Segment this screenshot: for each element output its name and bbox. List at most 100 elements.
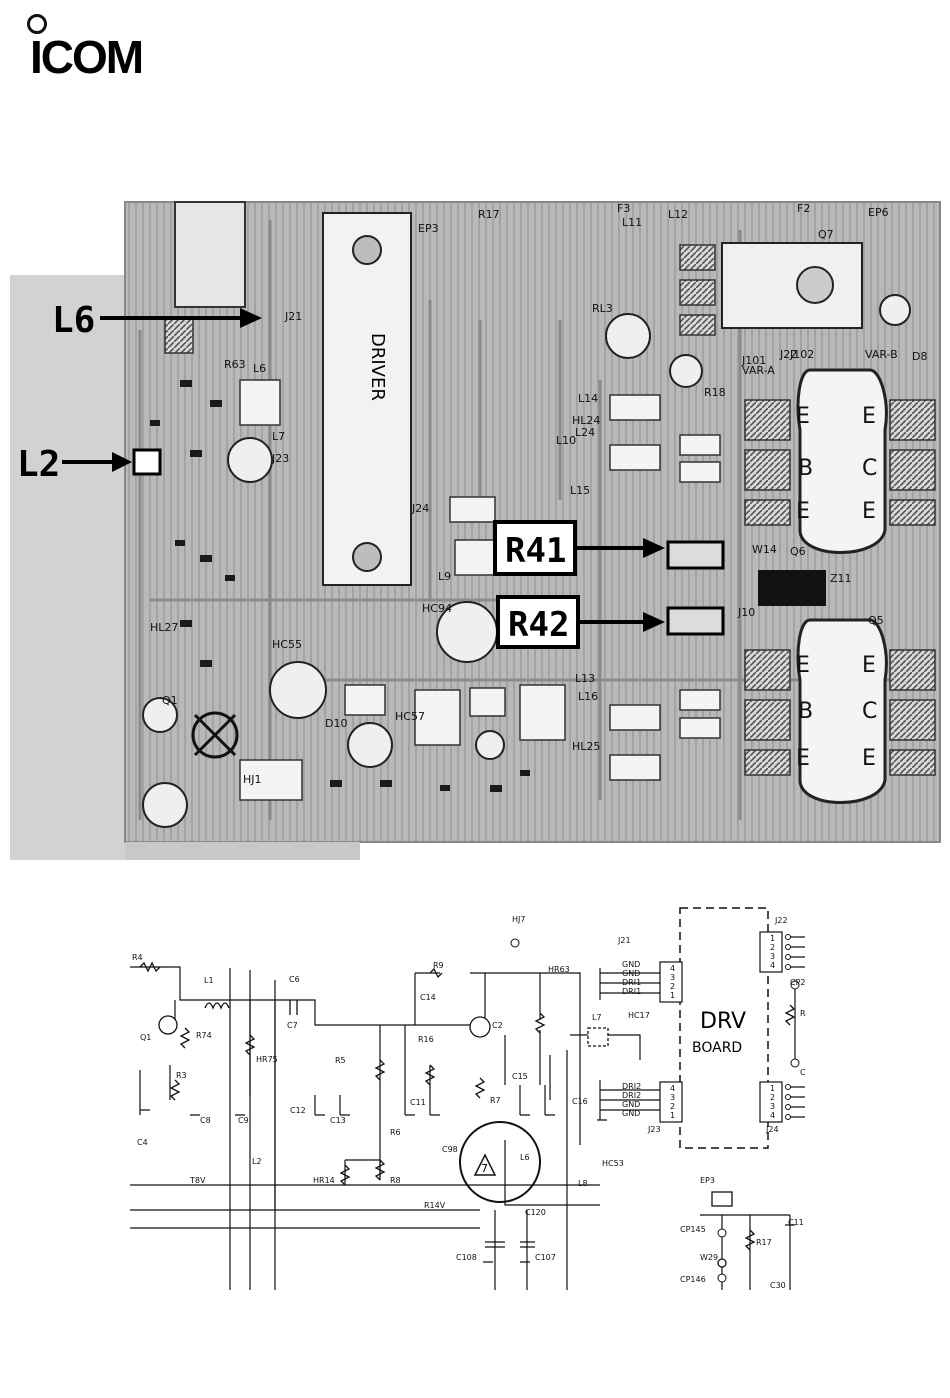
- pcb-ref-label: VAR-A: [742, 364, 775, 377]
- r41-highlight-box: [666, 540, 725, 570]
- part-label: L7: [592, 1013, 602, 1022]
- drv-label: DRV: [700, 1009, 746, 1034]
- part-label: R6: [390, 1128, 401, 1137]
- part-label: C108: [456, 1253, 477, 1262]
- part-label: R17: [756, 1238, 772, 1247]
- pcb-ref-label: L24: [575, 426, 595, 439]
- drv-board-outline: [679, 907, 769, 1149]
- pcb-ref-label: L15: [570, 484, 590, 497]
- pcb-ref-label: J101: [741, 354, 766, 367]
- part-label: R8: [390, 1176, 401, 1185]
- pin-name: DRI1: [622, 987, 641, 996]
- pin-number: 4: [770, 1111, 775, 1120]
- part-label: L8: [578, 1179, 588, 1188]
- part-label: EP3: [700, 1176, 715, 1185]
- highlight-circle: [459, 1121, 541, 1203]
- pcb-ref-label: J22: [779, 348, 797, 361]
- pcb-ref-label: RL3: [592, 302, 613, 315]
- part-label: C: [800, 1068, 806, 1077]
- pcb-ref-label: F2: [797, 202, 810, 215]
- callout-l6: L6: [52, 300, 95, 341]
- part-label: CP145: [680, 1225, 706, 1234]
- part-label: R5: [335, 1056, 346, 1065]
- net-label: T8V: [189, 1176, 206, 1185]
- pin-name: GND: [622, 1109, 640, 1118]
- pin-number: 2: [770, 943, 775, 952]
- pin-name: DRI2: [622, 1091, 641, 1100]
- pin-number: 3: [670, 1093, 675, 1102]
- part-label: C2: [492, 1021, 503, 1030]
- part-label: C30: [770, 1281, 786, 1290]
- part-label: R9: [433, 961, 444, 970]
- pin-number: 4: [770, 961, 775, 970]
- part-label: C11: [410, 1098, 426, 1107]
- logo-ring-icon: [27, 14, 47, 34]
- connector-j22: [759, 931, 783, 973]
- part-label: C7: [287, 1021, 298, 1030]
- pcb-ref-label: Z11: [830, 572, 852, 585]
- pcb-ref-label: D8: [912, 350, 927, 363]
- pcb-ref-label: Q5: [868, 614, 884, 627]
- connector-j23: [659, 1081, 683, 1123]
- pin-letter: E: [862, 746, 876, 771]
- connector-j21: [659, 961, 683, 1003]
- part-label: R74: [196, 1031, 212, 1040]
- icom-logo: ICOM: [24, 12, 164, 82]
- part-label: C15: [512, 1072, 528, 1081]
- part-label: L6: [520, 1153, 530, 1162]
- pin-number: 3: [770, 952, 775, 961]
- pcb-ref-label: L12: [668, 208, 688, 221]
- part-label: HJ7: [512, 915, 525, 924]
- pcb-ref-label: F3: [617, 202, 630, 215]
- part-label: C120: [525, 1208, 546, 1217]
- pcb-ref-label: J24: [411, 502, 429, 515]
- part-label: CP146: [680, 1275, 706, 1284]
- arrow-icon: [112, 452, 132, 472]
- pcb-layout: DRIVER: [10, 201, 941, 860]
- connector-ref: J23: [647, 1125, 661, 1134]
- part-label: HR14: [313, 1176, 335, 1185]
- pcb-ref-label: Q1: [162, 694, 178, 707]
- pcb-ref-label: R18: [704, 386, 726, 399]
- part-label: C13: [330, 1116, 346, 1125]
- pcb-ref-label: HJ1: [243, 773, 262, 786]
- pcb-ref-label: HC57: [395, 710, 425, 723]
- pin-letter: E: [796, 653, 810, 678]
- schematic: DRV BOARD J21 GND GND DRI1 DRI1 4 3 2 1 …: [130, 907, 806, 1290]
- part-label: L1: [204, 976, 214, 985]
- pin-number: 2: [670, 1102, 675, 1111]
- part-label: HR63: [548, 965, 570, 974]
- pcb-ref-label: EP3: [418, 222, 439, 235]
- part-label: R: [800, 1009, 806, 1018]
- driver-silkscreen: DRIVER: [367, 333, 388, 401]
- pin-number: 3: [670, 973, 675, 982]
- driver-board-outline: [322, 212, 412, 586]
- transistor-c2: [469, 1016, 491, 1038]
- callout-r42: R42: [508, 605, 569, 645]
- pcb-ref-label: J21: [284, 310, 302, 323]
- pin-name: GND: [622, 1100, 640, 1109]
- pcb-ref-label: R63: [224, 358, 246, 371]
- pin-name: GND: [622, 960, 640, 969]
- pin-number: 1: [670, 1111, 675, 1120]
- pcb-ref-label: Q6: [790, 545, 806, 558]
- part-label: W29: [700, 1253, 718, 1262]
- pin-name: DRI1: [622, 978, 641, 987]
- net-label: R14V: [424, 1201, 446, 1210]
- pin-number: 2: [670, 982, 675, 991]
- inductor-l7-highlight: [587, 1027, 609, 1047]
- callout-r41: R41: [505, 531, 566, 571]
- arrow-icon: [240, 308, 262, 328]
- part-label: HC53: [602, 1159, 624, 1168]
- pcb-ref-label: L7: [272, 430, 285, 443]
- pcb-ref-label: HL24: [572, 414, 600, 427]
- pin-number: 4: [670, 1084, 675, 1093]
- pcb-ref-label: L9: [438, 570, 451, 583]
- logo-text: ICOM: [30, 31, 144, 83]
- pin-number: 2: [770, 1093, 775, 1102]
- connector-j24: [759, 1081, 783, 1123]
- pcb-component: [174, 201, 246, 308]
- pcb-ref-label: W14: [752, 543, 777, 556]
- pin-letter: E: [862, 404, 876, 429]
- pin-letter: E: [796, 404, 810, 429]
